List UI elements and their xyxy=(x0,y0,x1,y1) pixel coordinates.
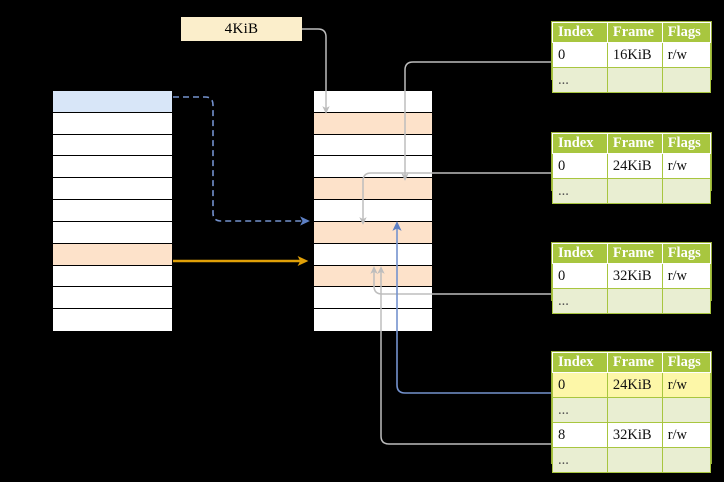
table-cell: 0 xyxy=(552,42,608,68)
table-cell: ... xyxy=(552,288,608,314)
table-cell xyxy=(606,67,663,93)
physical-frame-row xyxy=(314,134,432,157)
physical-frame-row xyxy=(314,221,432,244)
physical-frame-row xyxy=(314,243,432,266)
physical-frame-row xyxy=(314,309,432,331)
column-header-flags: Flags xyxy=(661,22,712,43)
virtual-page-row xyxy=(53,178,172,201)
table-row: ... xyxy=(552,447,712,473)
table-cell xyxy=(606,178,663,204)
table-cell xyxy=(661,447,712,473)
table-cell: ... xyxy=(552,447,608,473)
physical-frame-row xyxy=(314,265,432,288)
table-cell: 24KiB xyxy=(606,153,663,179)
column-header-frame: Frame xyxy=(606,352,663,373)
virtual-page-row xyxy=(53,156,172,179)
column-header-flags: Flags xyxy=(661,352,712,373)
table-cell xyxy=(661,397,712,423)
column-header-flags: Flags xyxy=(661,243,712,264)
table-cell xyxy=(661,178,712,204)
virtual-page-row xyxy=(53,243,172,266)
table-cell: 24KiB xyxy=(606,372,663,398)
physical-frame-row xyxy=(314,178,432,201)
column-header-index: Index xyxy=(552,22,608,43)
virtual-page-row xyxy=(53,221,172,244)
table-cell xyxy=(661,288,712,314)
table-cell: r/w xyxy=(661,42,712,68)
virtual-page-row xyxy=(53,134,172,157)
column-header-index: Index xyxy=(552,133,608,154)
connector-virtual-to-physical-dashed xyxy=(173,96,310,226)
page-size-label: 4KiB xyxy=(181,17,302,41)
table-cell: ... xyxy=(552,397,608,423)
table-cell: r/w xyxy=(661,422,712,448)
table-row: ... xyxy=(552,288,712,314)
column-header-index: Index xyxy=(552,243,608,264)
table-cell xyxy=(661,67,712,93)
table-cell: 0 xyxy=(552,372,608,398)
table-cell: 32KiB xyxy=(606,263,663,289)
column-header-flags: Flags xyxy=(661,133,712,154)
table-cell: 0 xyxy=(552,153,608,179)
table-cell: 16KiB xyxy=(606,42,663,68)
table-row: ... xyxy=(552,178,712,204)
physical-frame-row xyxy=(314,91,432,113)
column-header-index: Index xyxy=(552,352,608,373)
physical-frame-row xyxy=(314,156,432,179)
table-cell: ... xyxy=(552,67,608,93)
column-header-frame: Frame xyxy=(606,22,663,43)
virtual-page-row xyxy=(53,309,172,331)
physical-frame-row xyxy=(314,112,432,135)
table-cell xyxy=(606,397,663,423)
table-cell: 32KiB xyxy=(606,422,663,448)
virtual-page-row xyxy=(53,287,172,310)
table-cell: r/w xyxy=(661,372,712,398)
virtual-page-row xyxy=(53,91,172,113)
column-header-frame: Frame xyxy=(606,133,663,154)
column-header-frame: Frame xyxy=(606,243,663,264)
table-cell: r/w xyxy=(661,263,712,289)
virtual-page-row xyxy=(53,200,172,222)
physical-address-space-block xyxy=(313,90,433,331)
table-cell xyxy=(606,288,663,314)
physical-frame-row xyxy=(314,200,432,222)
virtual-page-row xyxy=(53,112,172,135)
virtual-address-space-block xyxy=(52,90,173,331)
table-row: ... xyxy=(552,397,712,423)
table-cell: ... xyxy=(552,178,608,204)
table-row: ... xyxy=(552,67,712,93)
virtual-page-row xyxy=(53,265,172,288)
table-cell xyxy=(606,447,663,473)
table-cell: 8 xyxy=(552,422,608,448)
physical-frame-row xyxy=(314,287,432,310)
table-cell: r/w xyxy=(661,153,712,179)
table-cell: 0 xyxy=(552,263,608,289)
